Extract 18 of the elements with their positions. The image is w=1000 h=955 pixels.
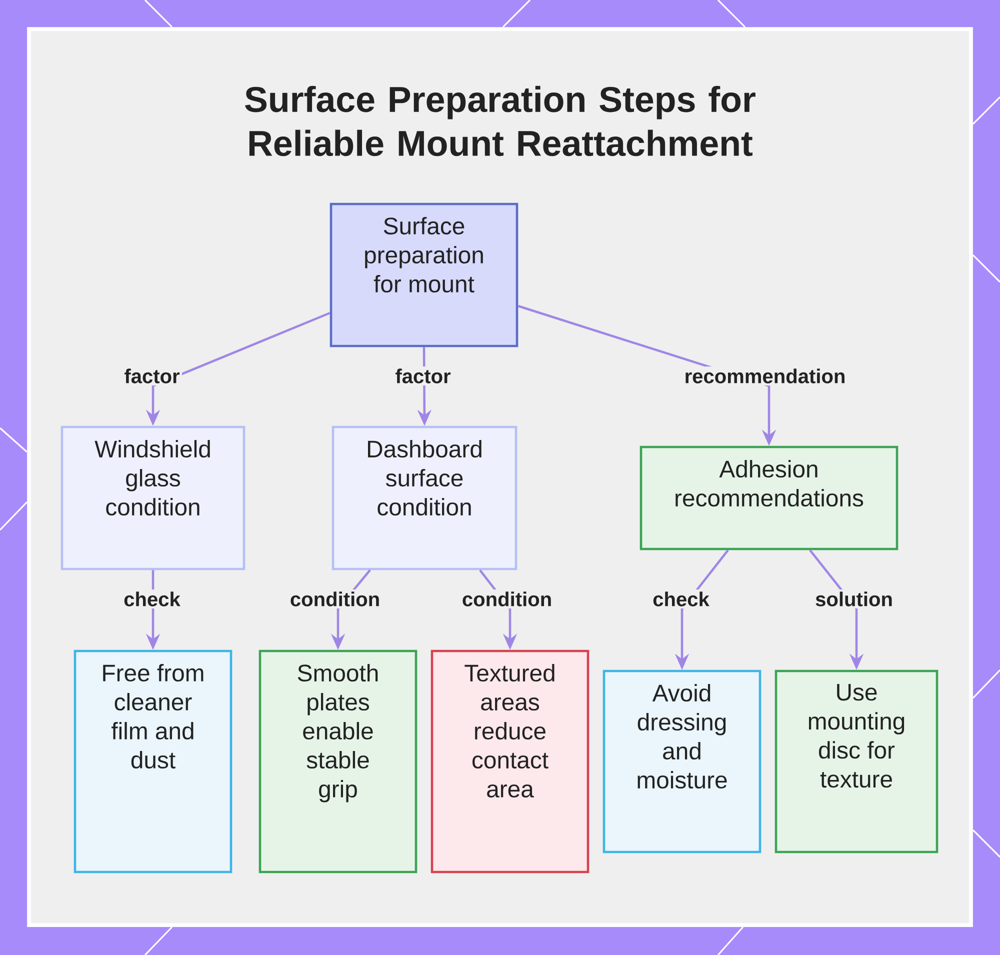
edge-label: factor: [122, 366, 182, 386]
factor-box: Dashboard surface condition: [332, 426, 518, 570]
edge-label: check: [122, 590, 183, 608]
edge-label: condition: [288, 590, 382, 608]
detail-box: Use mounting disc for texture: [774, 670, 938, 854]
title: Surface Preparation Steps for Reliable Mount Reattachment: [245, 86, 756, 156]
edge-label: solution: [812, 590, 896, 608]
factor-box: Windshield glass condition: [60, 426, 246, 570]
edge-label: condition: [460, 590, 554, 608]
topic-box: Surface preparation for mount: [330, 202, 518, 348]
edge-label: factor: [393, 366, 453, 386]
edge-label: check: [650, 590, 712, 608]
edge-label: recommendation: [682, 366, 848, 386]
detail-box: Avoid dressing and moisture: [602, 670, 762, 854]
detail-box: Smooth plates enable stable grip: [258, 650, 418, 874]
detail-box: Textured areas reduce contact area: [430, 650, 590, 874]
detail-box: Free from cleaner film and dust: [74, 650, 232, 874]
recommendation-box: Adhesion recommendations: [640, 446, 898, 550]
